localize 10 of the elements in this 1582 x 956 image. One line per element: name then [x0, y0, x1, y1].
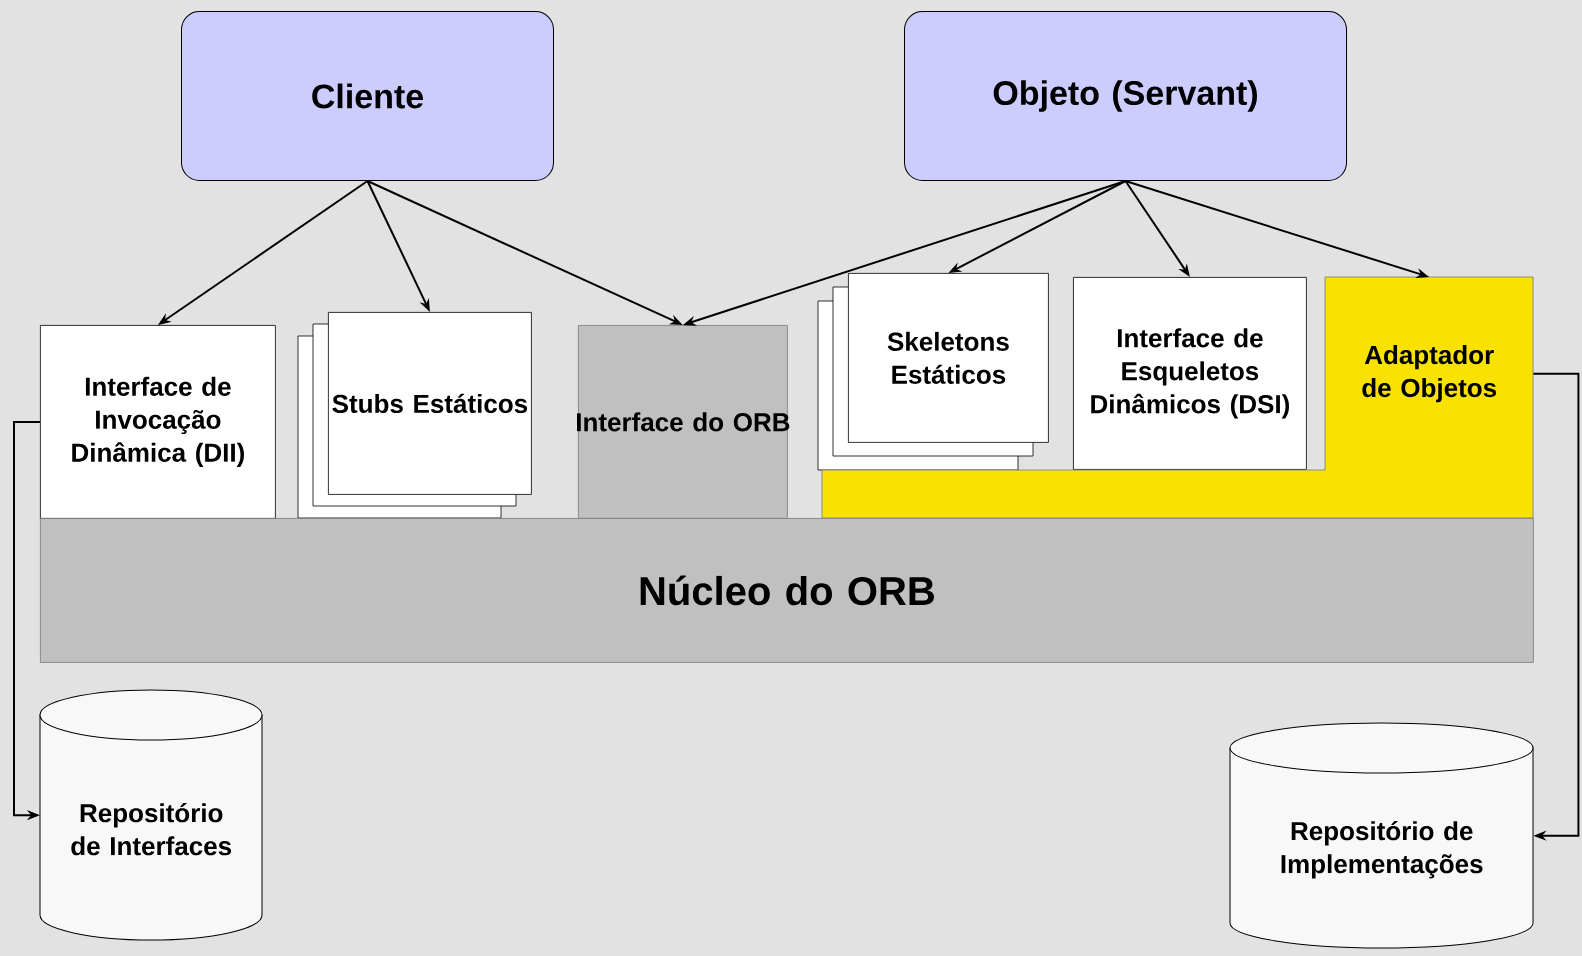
document-stack: Skeletons Estáticos [817, 273, 1049, 471]
entity-box: Objeto (Servant) [904, 11, 1347, 181]
entity-box: Cliente [181, 11, 554, 181]
repository-cylinder: Repositório de Implementações [1229, 722, 1534, 949]
component-box: Interface do ORB [577, 325, 790, 519]
repository-cylinder: Repositório de Interfaces [39, 689, 263, 941]
interface-box: Interface de Esqueletos Dinâmicos (DSI) [1073, 277, 1307, 470]
document-stack: Stubs Estáticos [297, 312, 532, 519]
arrow [1532, 372, 1580, 841]
interface-box: Interface de Invocação Dinâmica (DII) [40, 325, 276, 519]
